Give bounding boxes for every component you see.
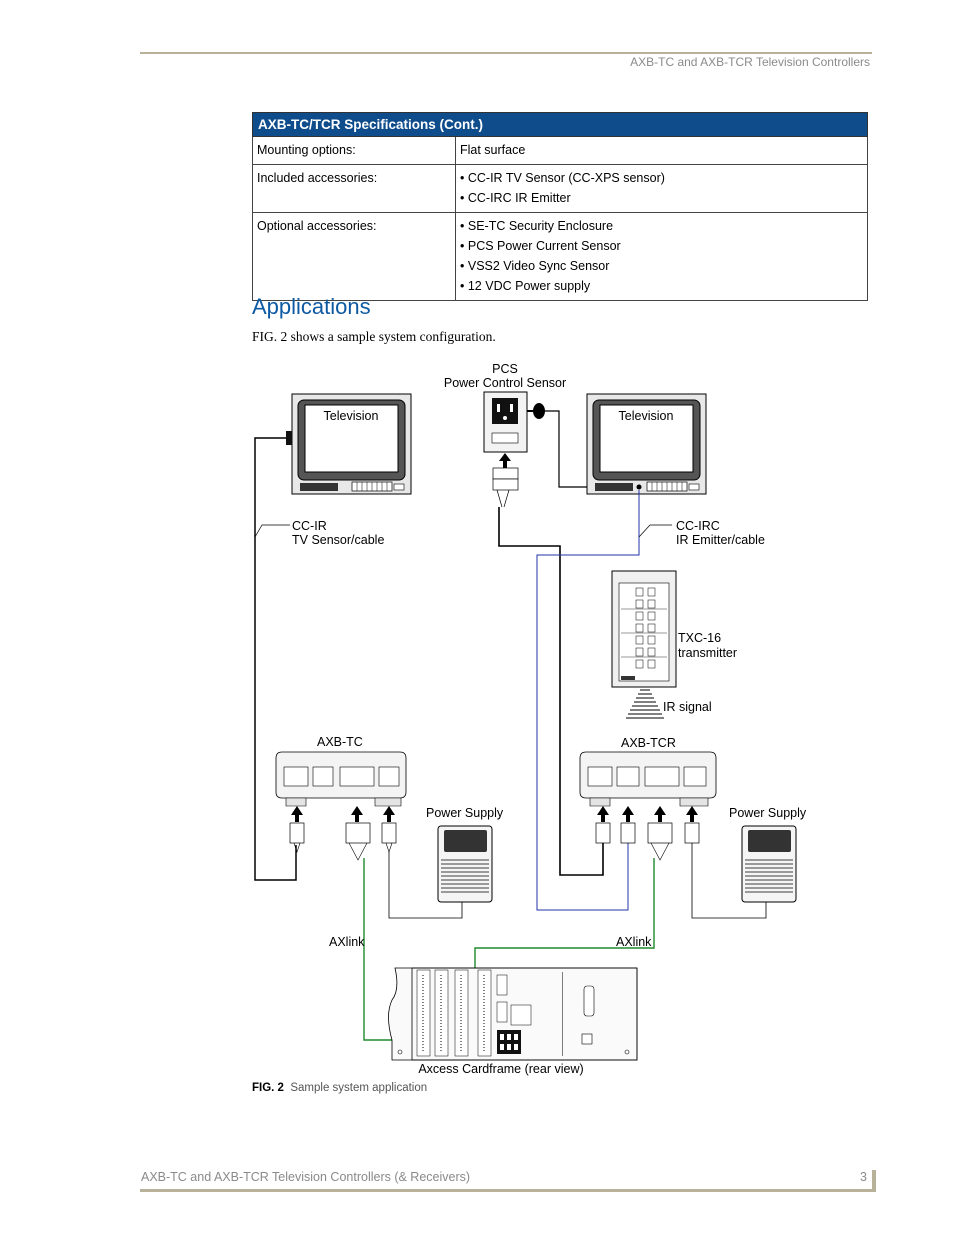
ir-signal-icon xyxy=(626,689,664,719)
txc-sublabel: transmitter xyxy=(678,646,737,660)
running-header: AXB-TC and AXB-TCR Television Controller… xyxy=(630,55,870,69)
spec-table: AXB-TC/TCR Specifications (Cont.) Mounti… xyxy=(252,112,868,301)
list-item: CC-IRC IR Emitter xyxy=(460,188,863,208)
footer-corner-mark xyxy=(872,1170,876,1192)
ccirc-sublabel: IR Emitter/cable xyxy=(676,533,765,547)
ir-signal-label: IR signal xyxy=(663,700,712,714)
ccir-sublabel: TV Sensor/cable xyxy=(292,533,384,547)
axcess-cardframe xyxy=(388,967,638,1061)
axb-tcr-label: AXB-TCR xyxy=(621,736,676,750)
list-item: SE-TC Security Enclosure xyxy=(460,216,863,236)
power-supply-right: Power Supply xyxy=(691,806,807,919)
row-value-list: CC-IR TV Sensor (CC-XPS sensor) CC-IRC I… xyxy=(455,164,868,213)
axlink-left-label: AXlink xyxy=(329,935,365,949)
list-item: 12 VDC Power supply xyxy=(460,276,863,296)
axb-tc-label: AXB-TC xyxy=(317,735,363,749)
ccir-label: CC-IR xyxy=(292,519,327,533)
tv-right-label: Television xyxy=(619,409,674,423)
row-label: Optional accessories: xyxy=(252,212,456,301)
television-right: Television xyxy=(586,393,707,495)
running-footer: AXB-TC and AXB-TCR Television Controller… xyxy=(141,1170,471,1184)
pcs-connector xyxy=(492,453,519,508)
figure-number: FIG. 2 xyxy=(252,1082,284,1094)
tv-left-label: Television xyxy=(324,409,379,423)
spec-table-title: AXB-TC/TCR Specifications (Cont.) xyxy=(252,112,868,137)
section-heading: Applications xyxy=(252,294,371,319)
txc16-transmitter: TXC-16 transmitter xyxy=(611,570,737,688)
row-value: Flat surface xyxy=(455,136,868,165)
cardframe-label: Axcess Cardframe (rear view) xyxy=(418,1062,583,1076)
axb-tc-box: AXB-TC xyxy=(275,735,407,807)
list-item: CC-IR TV Sensor (CC-XPS sensor) xyxy=(460,168,863,188)
axb-tcr-connectors xyxy=(595,806,700,861)
row-value-list: SE-TC Security Enclosure PCS Power Curre… xyxy=(455,212,868,301)
header-rule xyxy=(140,52,872,54)
row-label: Mounting options: xyxy=(252,136,456,165)
axb-tcr-box: AXB-TCR xyxy=(579,736,717,807)
axb-tc-connectors xyxy=(289,806,397,861)
table-row: Mounting options: Flat surface xyxy=(252,136,868,165)
list-item: VSS2 Video Sync Sensor xyxy=(460,256,863,276)
figure-caption-text: Sample system application xyxy=(290,1082,428,1094)
footer-rule xyxy=(140,1189,876,1192)
television-left: Television xyxy=(286,393,412,495)
intro-paragraph: FIG. 2 shows a sample system configurati… xyxy=(252,329,496,344)
table-row: Included accessories: CC-IR TV Sensor (C… xyxy=(252,164,868,213)
txc-label: TXC-16 xyxy=(678,631,721,645)
table-row: Optional accessories: SE-TC Security Enc… xyxy=(252,212,868,301)
axlink-right-label: AXlink xyxy=(616,935,652,949)
power-supply-right-label: Power Supply xyxy=(729,806,807,820)
list-item: PCS Power Current Sensor xyxy=(460,236,863,256)
row-label: Included accessories: xyxy=(252,164,456,213)
figure-caption: FIG. 2 Sample system application xyxy=(252,1082,427,1094)
pcs-label: PCS xyxy=(492,362,518,376)
page-number: 3 xyxy=(860,1170,867,1184)
power-supply-left-label: Power Supply xyxy=(426,806,504,820)
power-supply-left: Power Supply xyxy=(388,806,504,919)
ccirc-label: CC-IRC xyxy=(676,519,720,533)
pcs-sensor: PCS Power Control Sensor xyxy=(444,362,587,488)
pcs-sublabel: Power Control Sensor xyxy=(444,376,566,390)
